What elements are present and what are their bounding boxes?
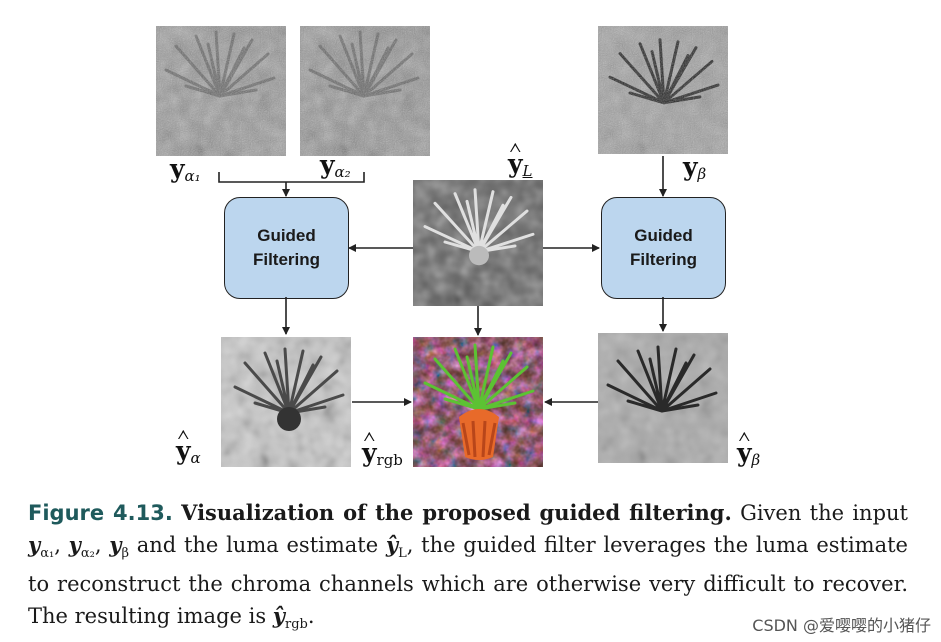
guided-filtering-line2: Filtering xyxy=(629,250,698,269)
input-image-alpha1 xyxy=(156,26,286,156)
output-image-rgb xyxy=(413,337,543,467)
guided-filtering-line1: Guided xyxy=(634,226,693,245)
label-y-alpha1: yα₁ xyxy=(170,154,201,185)
output-image-alpha xyxy=(221,337,351,467)
guided-filtering-right: Guided Filtering xyxy=(601,197,726,299)
label-y-alpha2: yα₂ xyxy=(320,150,351,181)
guided-filtering-line2: Filtering xyxy=(252,250,321,269)
grayscale-flower-image xyxy=(413,180,543,306)
guided-filtering-left: Guided Filtering xyxy=(224,197,349,299)
figure-label: Figure 4.13. xyxy=(28,501,173,525)
label-yhat-beta: yβ xyxy=(737,438,761,469)
noisy-grayscale-flower-image xyxy=(156,26,286,156)
input-image-beta xyxy=(598,26,728,154)
merge-bracket xyxy=(218,172,365,183)
noisy-grayscale-flower-image xyxy=(598,26,728,154)
output-image-beta xyxy=(598,333,728,463)
caption-text: Given the input xyxy=(740,501,908,525)
watermark: CSDN @爱嘤嘤的小猪仔 xyxy=(752,616,931,635)
figure-title: Visualization of the proposed guided fil… xyxy=(181,500,732,525)
noisy-grayscale-flower-image xyxy=(300,26,430,156)
diagram-arrows xyxy=(218,156,667,406)
grayscale-flower-image xyxy=(598,333,728,463)
caption-text: , the guided filter leverages the luma e… xyxy=(28,533,908,629)
label-yhat-L: yL xyxy=(508,149,533,180)
grayscale-flower-image xyxy=(221,337,351,467)
label-yhat-alpha: yα xyxy=(176,436,201,467)
input-image-alpha2 xyxy=(300,26,430,156)
label-yhat-rgb: yrgb xyxy=(362,438,403,469)
luma-estimate-image xyxy=(413,180,543,306)
caption-text: and the luma estimate xyxy=(136,533,379,557)
figure-caption: Figure 4.13. Visualization of the propos… xyxy=(28,500,908,633)
guided-filtering-line1: Guided xyxy=(257,226,316,245)
label-y-beta: yβ xyxy=(683,152,707,183)
color-flower-image xyxy=(413,337,543,467)
